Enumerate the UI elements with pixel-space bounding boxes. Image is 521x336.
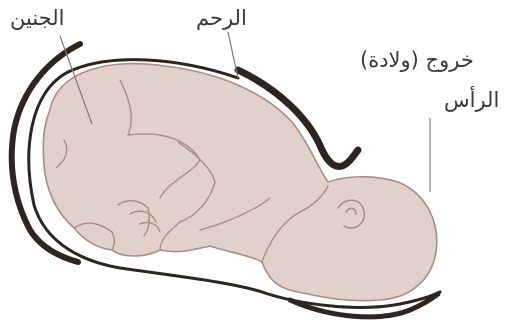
label-crowning-line1: خروج (ولادة) xyxy=(360,50,474,71)
leader-line-uterus xyxy=(228,32,238,78)
label-uterus: الرحم xyxy=(196,8,247,29)
label-fetus: الجنين xyxy=(10,8,64,29)
label-crowning-line2: الرأس xyxy=(444,90,499,111)
